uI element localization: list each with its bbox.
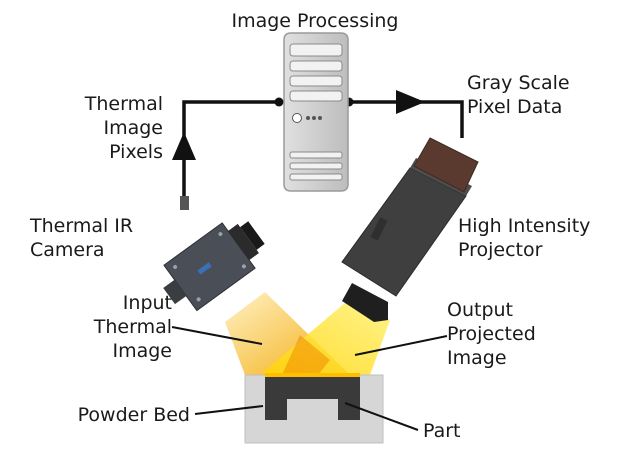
label-line: Thermal (93, 316, 172, 338)
label-line: Image (112, 340, 172, 362)
label-text: Powder Bed (77, 404, 190, 426)
computer-tower-icon (283, 32, 349, 192)
label-line: Pixels (109, 141, 163, 163)
label-line: Gray Scale (467, 72, 570, 94)
label-line: High Intensity (458, 215, 591, 237)
label-line: Image (447, 347, 507, 369)
arrow-up-icon (172, 132, 196, 160)
label-line: Output (447, 299, 513, 321)
beam-overlap (282, 335, 330, 375)
gray-scale-pixel-data-label: Gray Scale Pixel Data (467, 71, 570, 119)
thermal-camera-icon (163, 221, 265, 312)
label-line: Projected (447, 323, 536, 345)
projector-icon (341, 137, 479, 322)
input-thermal-image-label: Input Thermal Image (60, 291, 172, 363)
label-line: Pixel Data (467, 96, 563, 118)
leader-lines (171, 326, 448, 431)
label-text: Image Processing (231, 10, 399, 32)
feedback-loop (182, 100, 464, 196)
powder-bed-label: Powder Bed (20, 403, 190, 427)
label-line: Image (103, 117, 163, 139)
high-intensity-projector-label: High Intensity Projector (458, 214, 590, 262)
connector-dot (274, 97, 284, 107)
label-line: Thermal IR (30, 215, 134, 237)
label-text: Part (423, 420, 461, 442)
image-processing-label: Image Processing (205, 9, 425, 33)
label-line: Camera (30, 239, 105, 261)
label-line: Thermal (84, 93, 163, 115)
output-projected-image-label: Output Projected Image (447, 298, 536, 370)
label-line: Projector (458, 239, 543, 261)
part (265, 375, 360, 420)
thermal-image-pixels-label: Thermal Image Pixels (40, 92, 163, 164)
label-line: Input (122, 292, 172, 314)
camera-cable (180, 196, 189, 210)
part-top-glow (265, 373, 360, 377)
arrow-right-icon (396, 90, 425, 114)
part-label: Part (423, 419, 461, 443)
thermal-ir-camera-label: Thermal IR Camera (30, 214, 133, 262)
